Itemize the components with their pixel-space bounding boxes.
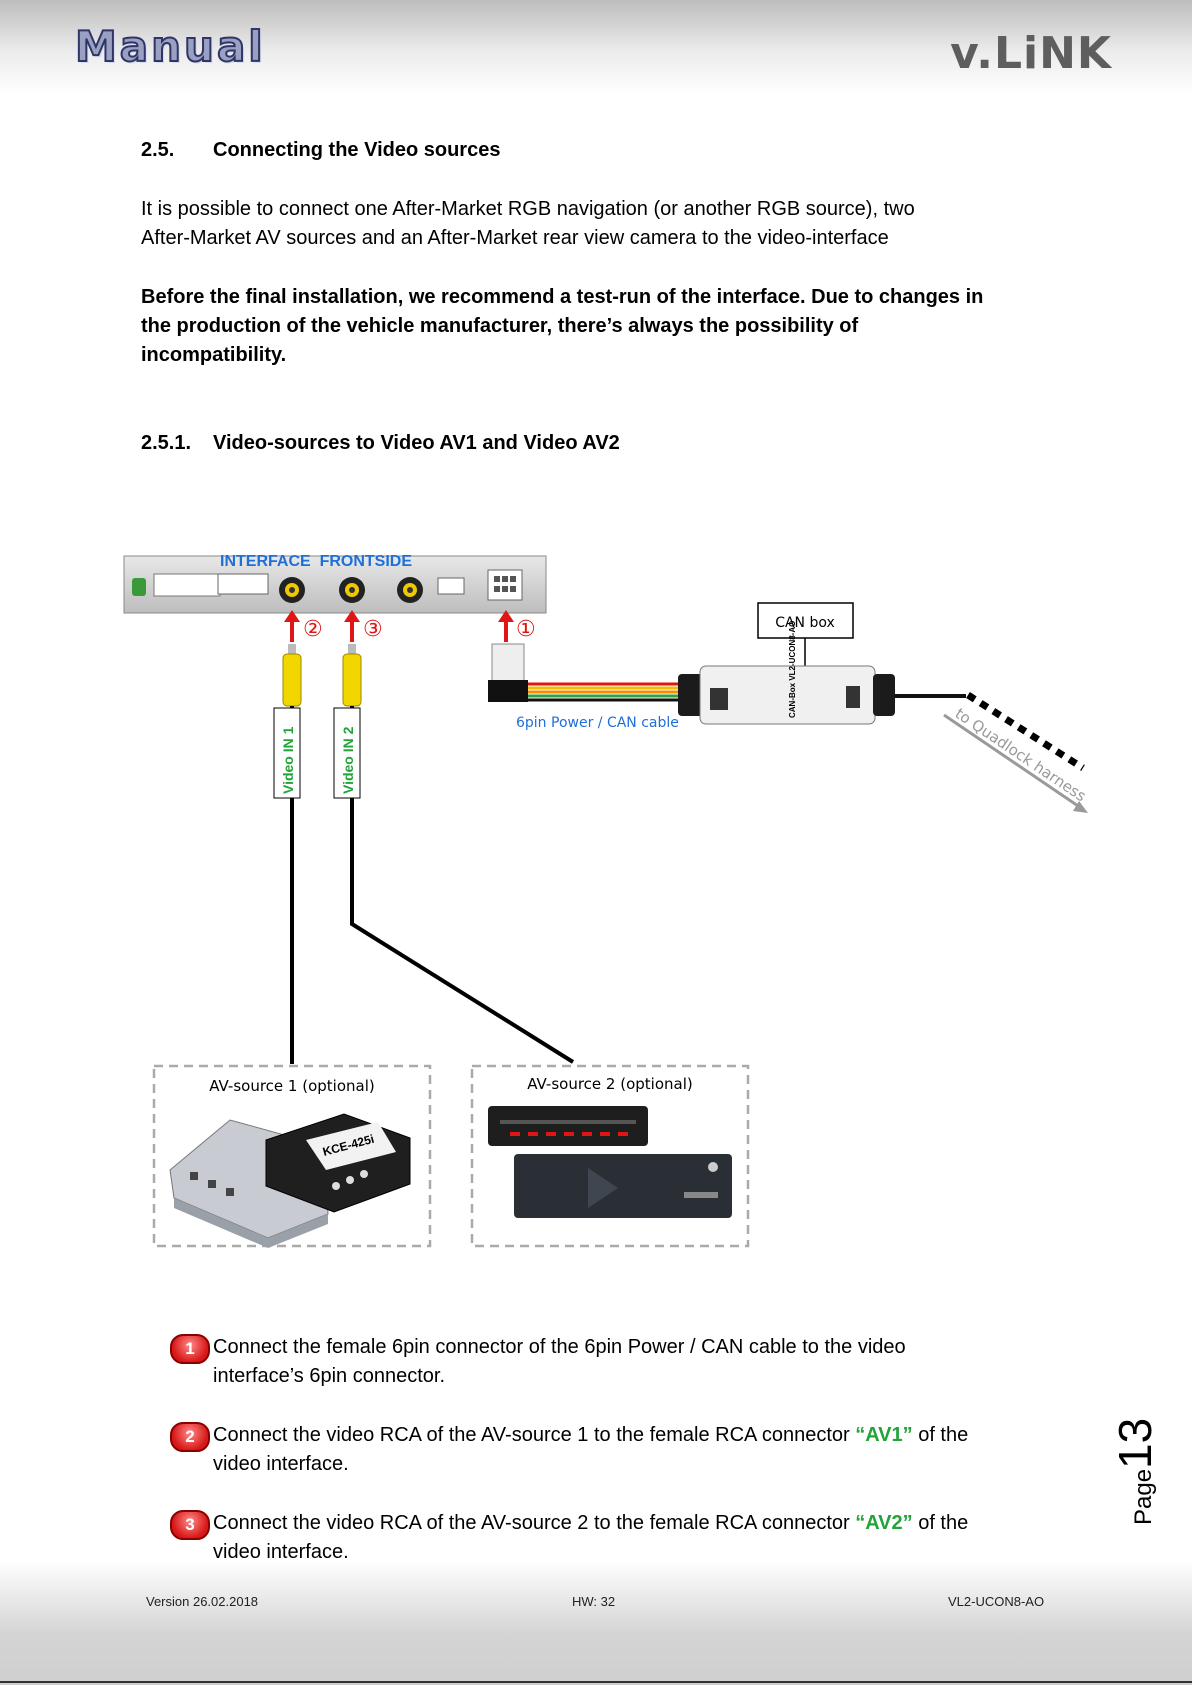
rca-plug-1 bbox=[282, 644, 302, 707]
step-3-badge: 3 bbox=[170, 1510, 210, 1540]
video-in-1-tag: Video IN 1 bbox=[273, 707, 301, 799]
canbox-label: CAN box bbox=[775, 615, 835, 631]
rgb-port bbox=[217, 573, 269, 595]
av-source-2-label: AV-source 2 (optional) bbox=[527, 1075, 692, 1093]
quadlock-label: to Quadlock harness bbox=[952, 704, 1090, 805]
step-2-pre: Connect the video RCA of the AV-source 1… bbox=[213, 1424, 856, 1446]
step-1-line-2: interface’s 6pin connector. bbox=[213, 1365, 446, 1387]
power-can-cable bbox=[528, 682, 678, 702]
section-heading: 2.5. Connecting the Video sources bbox=[141, 136, 500, 165]
step-3-line-2: video interface. bbox=[213, 1541, 349, 1563]
page-header: Manual v.LiNK bbox=[0, 0, 1192, 95]
section-number: 2.5. bbox=[141, 139, 175, 161]
small-port bbox=[437, 577, 465, 595]
step-2-line-2: video interface. bbox=[213, 1453, 349, 1475]
intro-line-2: After-Market AV sources and an After-Mar… bbox=[141, 227, 889, 249]
step-3-post: of the bbox=[912, 1512, 969, 1534]
interface-label: INTERFACE FRONTSIDE bbox=[220, 553, 412, 570]
interface-frontside: INTERFACE FRONTSIDE bbox=[123, 553, 547, 614]
manual-logo: Manual bbox=[74, 21, 266, 72]
step-3-highlight: “AV2” bbox=[855, 1512, 913, 1534]
video-in-2-tag: Video IN 2 bbox=[333, 707, 361, 799]
step-3-text: Connect the video RCA of the AV-source 2… bbox=[213, 1509, 1073, 1567]
step-2-post: of the bbox=[912, 1424, 969, 1446]
quadlock-harness: to Quadlock harness bbox=[943, 692, 1090, 813]
video-in-2-label: Video IN 2 bbox=[340, 726, 356, 794]
subsection-heading: 2.5.1. Video-sources to Video AV1 and Vid… bbox=[141, 429, 620, 458]
led-indicator bbox=[132, 578, 146, 596]
footer-version: Version 26.02.2018 bbox=[146, 1594, 259, 1609]
warning-line-3: incompatibility. bbox=[141, 344, 287, 366]
step-1-badge: 1 bbox=[170, 1334, 210, 1364]
vlink-logo: v.LiNK bbox=[950, 28, 1112, 79]
page-footer: Version 26.02.2018 HW: 32 VL2-UCON8-AO bbox=[0, 1560, 1192, 1685]
footer-hw: HW: 32 bbox=[572, 1594, 616, 1609]
page-number: Page13 bbox=[1108, 1418, 1162, 1525]
arrow-marker-2: ② bbox=[284, 610, 323, 642]
warning-line-1: Before the final installation, we recomm… bbox=[141, 286, 984, 308]
page-number-value: 13 bbox=[1109, 1417, 1161, 1469]
dip-switch bbox=[153, 573, 221, 597]
warning-line-2: the production of the vehicle manufactur… bbox=[141, 315, 859, 337]
6pin-port bbox=[487, 569, 523, 601]
av-source-1-box: AV-source 1 (optional) KCE-425i bbox=[152, 1064, 432, 1248]
dvd-changer bbox=[514, 1154, 732, 1218]
subsection-title: Video-sources to Video AV1 and Video AV2 bbox=[213, 432, 620, 454]
marker-3: ③ bbox=[363, 617, 383, 642]
step-1-line-1: Connect the female 6pin connector of the… bbox=[213, 1336, 906, 1358]
page-label: Page bbox=[1130, 1468, 1157, 1525]
video-in-1-label: Video IN 1 bbox=[280, 726, 296, 794]
video-cable-2 bbox=[350, 706, 575, 1064]
footer-rule bbox=[0, 1681, 1192, 1683]
section-title: Connecting the Video sources bbox=[213, 139, 501, 161]
cable-label: 6pin Power / CAN cable bbox=[516, 715, 679, 731]
can-box: CAN box CAN-Box VL2-UCON8-AO bbox=[678, 602, 966, 725]
step-2-line-1: Connect the video RCA of the AV-source 1… bbox=[213, 1421, 1073, 1450]
6pin-plug bbox=[488, 643, 528, 702]
arrow-marker-3: ③ bbox=[344, 610, 383, 642]
wiring-diagram: INTERFACE FRONTSIDE ② ③ ① Video IN 1 Vid… bbox=[123, 553, 1090, 1248]
step-3-pre: Connect the video RCA of the AV-source 2… bbox=[213, 1512, 856, 1534]
step-3-line-1: Connect the video RCA of the AV-source 2… bbox=[213, 1509, 1073, 1538]
footer-product: VL2-UCON8-AO bbox=[948, 1594, 1045, 1609]
intro-line-1: It is possible to connect one After-Mark… bbox=[141, 198, 915, 220]
canbox-device-text: CAN-Box VL2-UCON8-AO bbox=[788, 621, 797, 718]
step-2-highlight: “AV1” bbox=[855, 1424, 913, 1446]
rca-plug-2 bbox=[342, 644, 362, 707]
step-2-text: Connect the video RCA of the AV-source 1… bbox=[213, 1421, 1073, 1479]
dvd-player bbox=[488, 1106, 648, 1146]
av-source-2-box: AV-source 2 (optional) bbox=[470, 1064, 750, 1248]
subsection-number: 2.5.1. bbox=[141, 432, 192, 454]
step-2-badge: 2 bbox=[170, 1422, 210, 1452]
arrow-marker-1: ① bbox=[498, 610, 536, 642]
marker-1: ① bbox=[516, 617, 536, 642]
av-source-1-label: AV-source 1 (optional) bbox=[209, 1077, 374, 1095]
marker-2: ② bbox=[303, 617, 323, 642]
step-1-text: Connect the female 6pin connector of the… bbox=[213, 1333, 1073, 1391]
